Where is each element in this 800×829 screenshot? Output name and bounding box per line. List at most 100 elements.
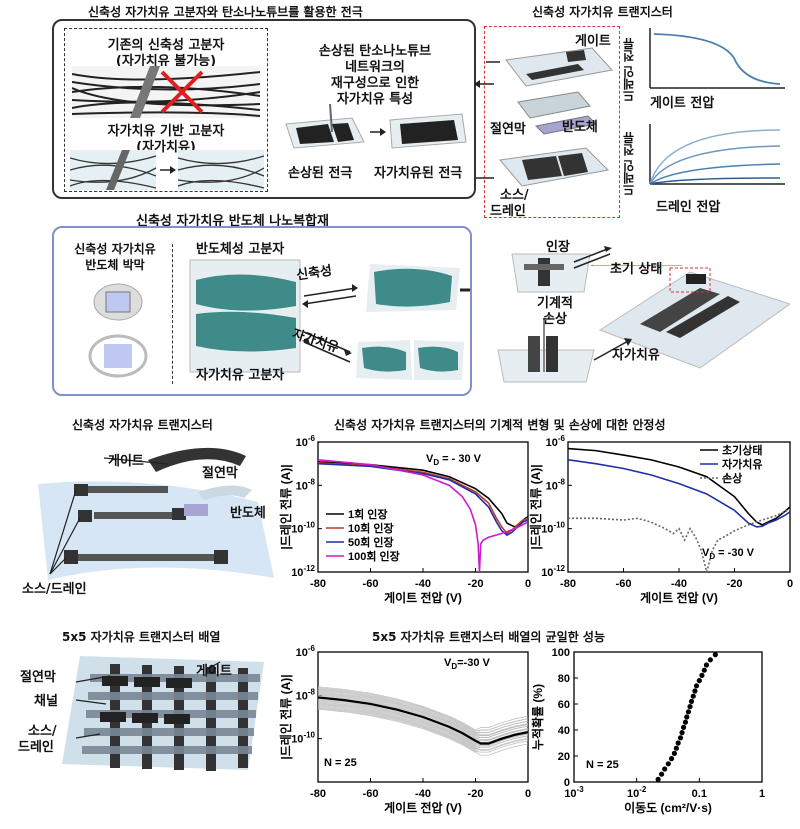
row3-source-drain-2: 드레인 <box>18 740 54 755</box>
y-tick-label: 10-8 <box>546 477 566 492</box>
conventional-sub: (자가치유 불가능) <box>115 54 217 69</box>
healed-electrode-label: 자가치유된 전극 <box>374 166 463 181</box>
output-sketch-plot <box>649 124 785 185</box>
film-images <box>88 283 148 378</box>
flexible-device-image <box>38 447 274 580</box>
series-line <box>568 459 790 528</box>
nanocomposite-panel <box>52 226 472 396</box>
row2-gate-label: 게이트 <box>108 454 144 469</box>
y-tick-label: 60 <box>558 699 570 711</box>
conventional-network-image <box>72 66 260 118</box>
data-point <box>668 756 675 762</box>
legend-label: 100회 인장 <box>348 549 400 563</box>
semiconductor-label: 반도체 <box>562 120 598 135</box>
y-tick-label: 80 <box>558 673 570 685</box>
x-tick-label: -60 <box>363 578 379 590</box>
top-left-title: 신축성 자가치유 고분자와 탄소나노튜브를 활용한 전극 <box>88 5 363 19</box>
data-point <box>671 750 677 756</box>
heal-polymer-label: 자가치유 고분자 <box>196 368 285 383</box>
row3-gate-label: 게이트 <box>196 664 232 679</box>
device-curve <box>318 702 528 748</box>
device-dashed-box <box>484 26 620 218</box>
y-axis-label: |드레인 전류 (A)| <box>528 464 543 549</box>
data-point <box>675 740 681 746</box>
row3-dielectric-label: 절연막 <box>20 670 56 685</box>
x-tick-label: -60 <box>363 788 379 800</box>
annotation: VD = -30 V <box>702 547 755 561</box>
x-tick-label: -20 <box>468 578 484 590</box>
data-point <box>693 683 700 689</box>
mechanism-line1: 손상된 탄소나노튜브 <box>318 44 432 59</box>
x-tick-label: -40 <box>671 578 687 590</box>
mech-damage-2: 손상 <box>543 312 567 327</box>
nanocomposite-images <box>189 259 470 380</box>
device-curve <box>318 693 528 738</box>
row2-semiconductor-label: 반도체 <box>230 506 266 521</box>
y-axis-label: 누적확률 (%) <box>530 684 545 750</box>
data-point <box>682 719 689 725</box>
bracket-line <box>172 244 178 384</box>
x-tick-label: 0 <box>525 578 531 590</box>
series-line <box>318 696 528 745</box>
stability-title: 신축성 자가치유 트랜지스터의 기계적 변형 및 손상에 대한 안정성 <box>334 418 666 432</box>
data-point <box>659 771 665 777</box>
series-line <box>318 461 528 535</box>
mechanism-line4: 자가치유 특성 <box>336 92 414 107</box>
conventional-label: 기존의 신축성 고분자 <box>107 38 225 53</box>
source-drain-label-2: 드레인 <box>490 204 526 219</box>
y-axis-label: |드레인 전류 (A)| <box>278 674 293 759</box>
x-tick-label: 0 <box>525 788 531 800</box>
data-point <box>690 693 696 699</box>
y-tick-label: 10-12 <box>291 564 315 579</box>
data-point <box>665 761 671 767</box>
selfheal-polymer-label: 자가치유 기반 고분자 <box>107 124 225 139</box>
plot1-ylabel: 드레인 전류 <box>622 38 636 103</box>
data-point <box>673 745 679 751</box>
device-curve <box>318 692 528 737</box>
x-tick-label: -80 <box>310 578 326 590</box>
data-point <box>677 735 684 741</box>
device-curve <box>318 699 528 746</box>
semi-polymer-label: 반도체성 고분자 <box>196 242 285 257</box>
y-tick-label: 20 <box>558 751 570 763</box>
dielectric-label: 절연막 <box>490 122 526 137</box>
x-tick-label: -20 <box>727 578 743 590</box>
x-tick-label: -80 <box>560 578 576 590</box>
row2-source-drain-label: 소스/드레인 <box>22 582 87 597</box>
row3-source-drain-1: 소스/ <box>28 724 57 739</box>
x-tick-label: -20 <box>468 788 484 800</box>
legend-label: 50회 인장 <box>348 535 394 549</box>
device-curve <box>318 694 528 741</box>
electrode-panel <box>52 19 476 199</box>
x-tick-label: -60 <box>616 578 632 590</box>
data-point <box>703 662 710 668</box>
data-point <box>662 766 668 772</box>
series-line <box>318 459 528 572</box>
legend-label: 자가치유 <box>722 457 762 471</box>
legend-label: 10회 인장 <box>348 521 394 535</box>
y-tick-label: 10-10 <box>291 521 315 536</box>
x-tick-label: -40 <box>415 788 431 800</box>
panel-arrows <box>474 80 494 179</box>
electrode-images <box>285 103 467 149</box>
data-point <box>692 688 698 694</box>
polymer-compare-box <box>64 28 268 192</box>
data-point <box>685 709 692 715</box>
note: N = 25 <box>324 757 357 769</box>
legend-label: 손상 <box>722 471 742 485</box>
x-axis-label: 게이트 전압 (V) <box>640 590 718 605</box>
y-tick-label: 10-6 <box>296 434 316 449</box>
device-title: 신축성 자가치유 트랜지스터 <box>72 418 213 432</box>
data-point <box>701 667 707 673</box>
x-axis-label: 게이트 전압 (V) <box>384 800 462 815</box>
x-tick-label: 0.1 <box>692 788 707 800</box>
legend-label: 1회 인장 <box>348 507 388 521</box>
transfer-sketch-plot <box>649 28 785 89</box>
plot2-ylabel: 드레인 전류 <box>622 132 636 197</box>
plot1-xlabel: 게이트 전압 <box>650 96 715 111</box>
data-point <box>699 672 705 678</box>
selfheal-network-image <box>70 150 264 190</box>
y-tick-label: 10-8 <box>296 477 316 492</box>
